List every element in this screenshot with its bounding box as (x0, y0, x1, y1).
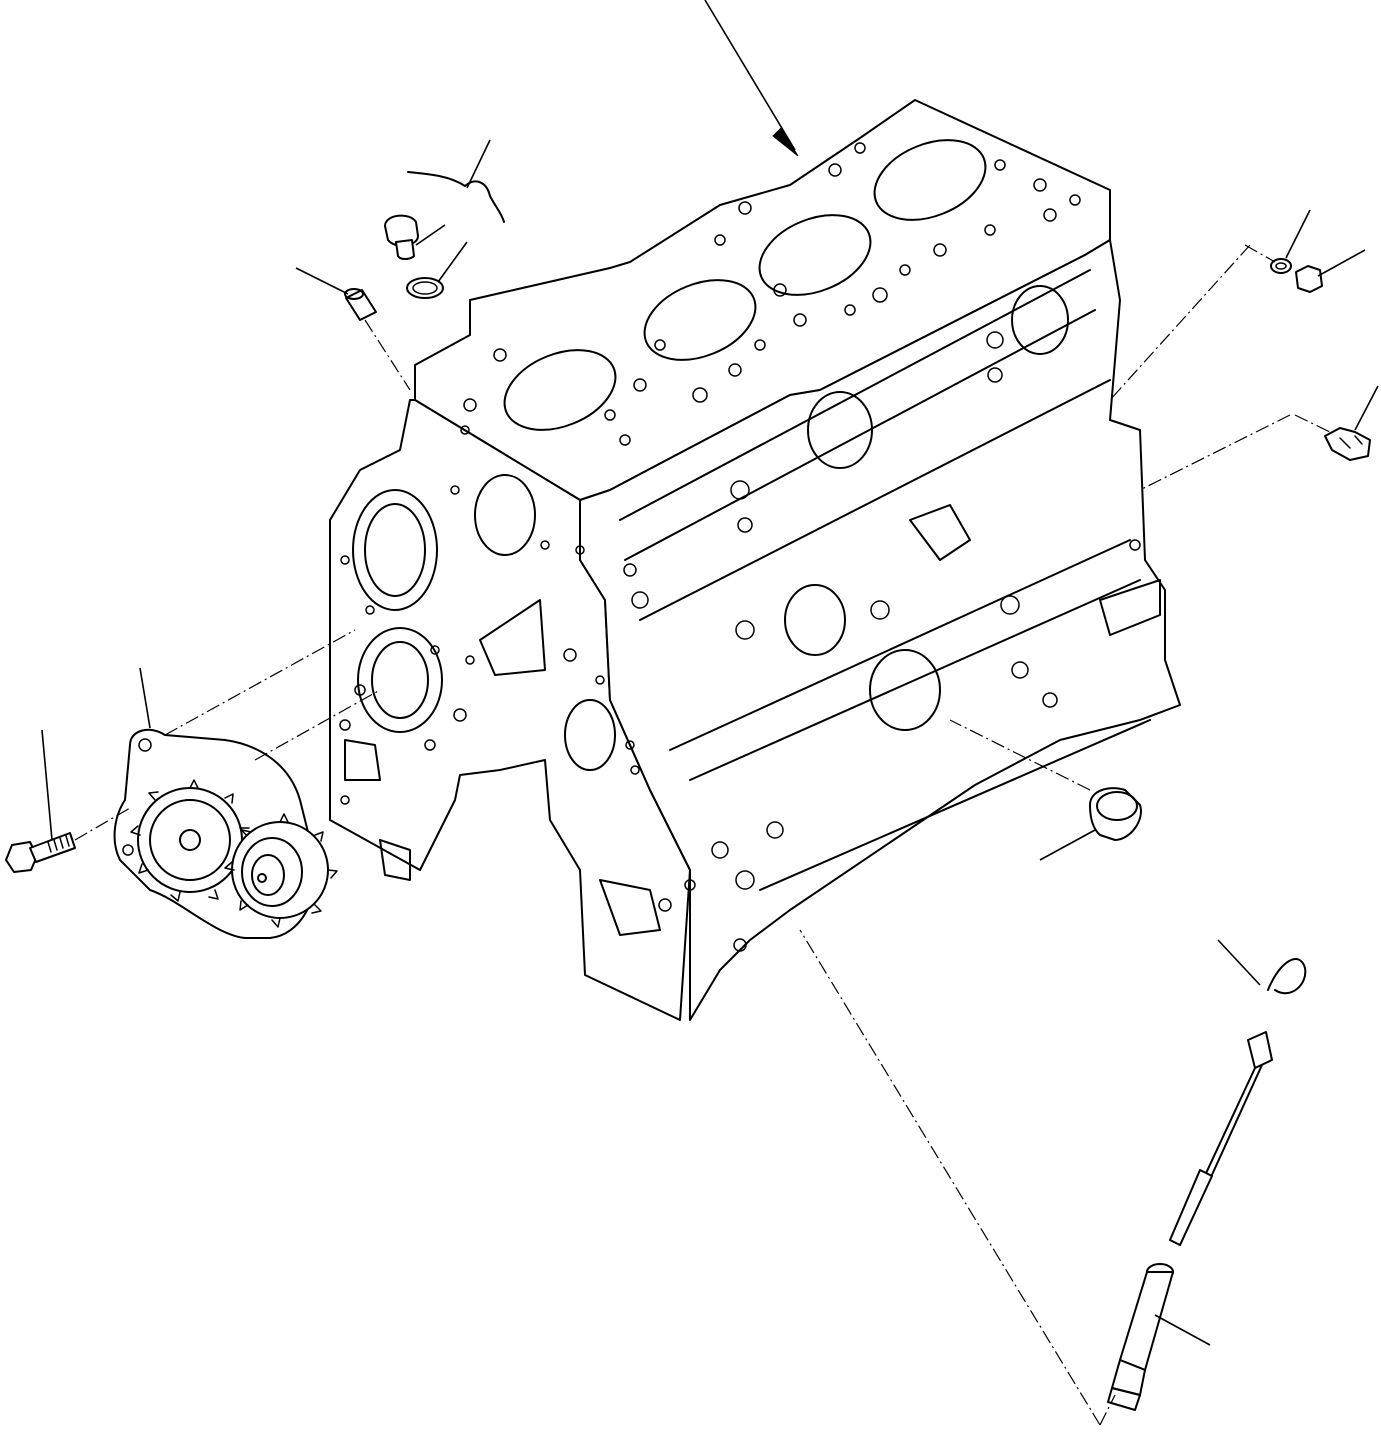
washer-part[interactable] (1270, 209, 1311, 274)
cylinder-bore-3 (758, 214, 872, 296)
part-group-brace (407, 139, 505, 223)
o-ring-part[interactable] (406, 241, 468, 299)
cylinder-bore-2 (643, 279, 757, 361)
pump-driven-gear (224, 813, 338, 928)
pump-drive-gear (130, 779, 252, 902)
dipstick[interactable] (1169, 939, 1307, 1246)
cylinder-block[interactable] (329, 99, 1181, 1021)
pump-mounting-bolt[interactable] (5, 729, 131, 873)
plug-part[interactable] (384, 214, 446, 260)
side-holes (623, 331, 1141, 890)
oil-pressure-sensor[interactable] (1139, 385, 1379, 491)
expansion-plug-part[interactable] (949, 719, 1142, 861)
drain-plug-part[interactable] (1109, 244, 1366, 401)
block-side-face (579, 239, 1181, 1021)
oil-pump[interactable] (113, 629, 381, 939)
front-bolt-holes (339, 425, 747, 952)
side-features (619, 269, 1161, 891)
deck-holes (463, 142, 1081, 446)
front-face-features (344, 474, 661, 936)
block-pointer-arrow (704, 0, 799, 157)
dipstick-guide-tube[interactable] (799, 929, 1211, 1426)
dowel-pin-part[interactable] (295, 267, 411, 391)
cylinder-bore-1 (503, 349, 617, 431)
cylinder-bore-4 (873, 139, 987, 221)
